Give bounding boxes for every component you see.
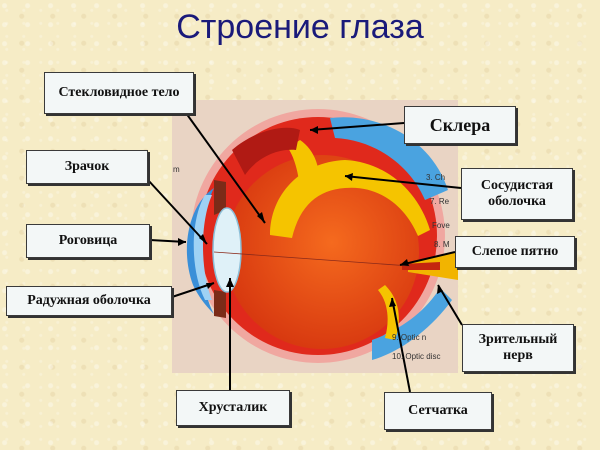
iris-arrowhead [206, 283, 214, 289]
label-vitreous-body: Стекловидное тело [44, 72, 194, 114]
lens-shape [212, 207, 242, 293]
label-blind-spot: Слепое пятно [455, 236, 575, 268]
inner-label-fove: Fove [432, 221, 450, 230]
iris-upper [214, 180, 226, 215]
inner-label-8: 8. M [434, 240, 450, 249]
choroid-band-upper [288, 140, 320, 195]
label-optic-nerve: Зрительный нерв [462, 324, 574, 372]
blind-spot-pointer [399, 251, 456, 266]
vitreous-pointer [185, 112, 266, 224]
page-title: Строение глаза [176, 8, 424, 46]
inner-label-3: 3. Ch [426, 173, 445, 182]
cornea-arrowhead [178, 238, 186, 246]
retina-arrowhead [389, 298, 396, 307]
label-sclera: Склера [404, 106, 516, 144]
label-choroid: Сосудистая оболочка [461, 168, 573, 220]
pupil-pointer [147, 179, 208, 245]
label-iris: Радужная оболочка [6, 286, 172, 316]
inner-label-10: 10. Optic disc [392, 352, 440, 361]
label-pupil: Зрачок [26, 150, 148, 184]
sclera-arrowhead [310, 126, 318, 134]
pupil-arrowhead [199, 234, 207, 244]
blind-spot-arrowhead [400, 259, 409, 266]
inner-label-7: 7. Re [430, 197, 450, 206]
choroid-band-lower [378, 285, 399, 340]
retina-pointer [391, 297, 411, 393]
label-lens: Хрусталик [176, 390, 290, 426]
label-retina: Сетчатка [384, 392, 492, 430]
sclera-pointer [309, 122, 405, 131]
optic-disc-shape [402, 262, 440, 270]
choroid-arrowhead [345, 173, 353, 181]
ciliary-detail [232, 127, 300, 175]
vitreous-arrowhead [257, 212, 265, 223]
vitreous-body [225, 155, 419, 349]
label-cornea: Роговица [26, 224, 150, 258]
optical-axis [213, 251, 411, 267]
choroid-pointer [344, 175, 462, 189]
lens-arrowhead [226, 278, 234, 287]
eye-muscle-top [330, 117, 448, 200]
optic-nerve-pointer [437, 284, 463, 326]
iris-lower [214, 290, 226, 318]
pointer-arrowheads [178, 126, 443, 307]
optic-nerve-arrowhead [437, 285, 443, 294]
inner-label-1: m [173, 165, 180, 174]
aqueous-humor [193, 195, 212, 300]
inner-label-9: 9. Optic n [392, 333, 426, 342]
pointer-lines [147, 112, 463, 393]
eye-muscle-bottom [372, 288, 452, 360]
